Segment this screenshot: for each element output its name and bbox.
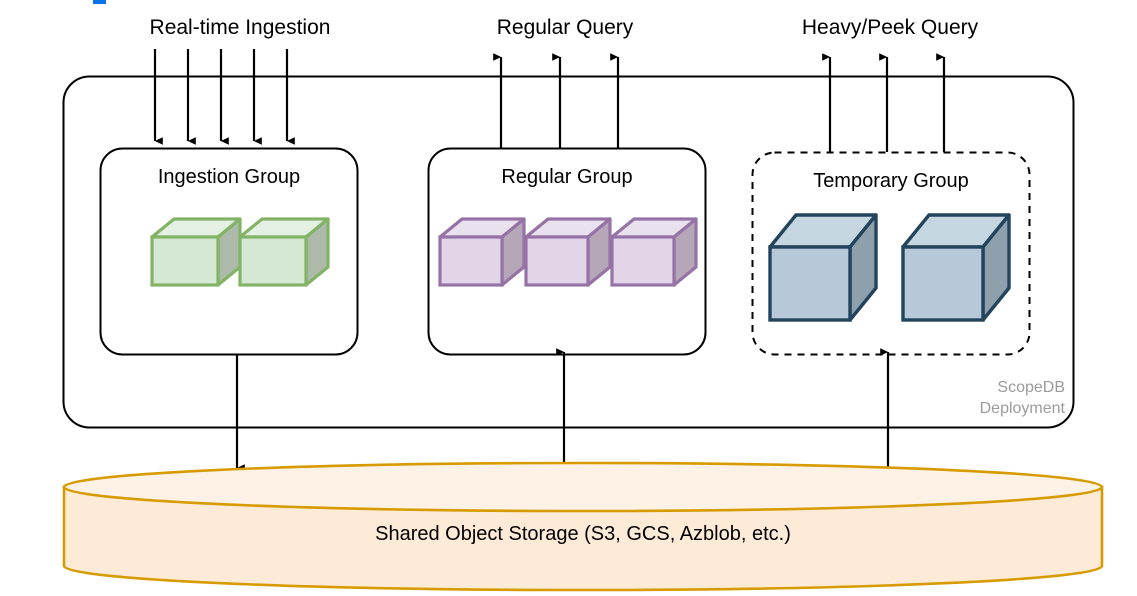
temporary-node-cube-2[interactable] bbox=[901, 213, 1011, 322]
ingestion-inbound-arrows bbox=[153, 49, 295, 145]
regular-node-cube-3[interactable] bbox=[610, 217, 698, 287]
temporary-node-cube-1[interactable] bbox=[768, 213, 878, 322]
ingestion-node-cube-1[interactable] bbox=[150, 217, 242, 287]
shared-object-storage-label: Shared Object Storage (S3, GCS, Azblob, … bbox=[375, 523, 791, 545]
ingestion-node-cube-2[interactable] bbox=[238, 217, 330, 287]
regular-query-arrows bbox=[493, 53, 620, 148]
shared-object-storage-cylinder[interactable] bbox=[62, 461, 1104, 592]
scopedb-deployment-box bbox=[62, 75, 1075, 429]
temporary-group-label: Temporary Group bbox=[813, 170, 969, 192]
regular-group-label: Regular Group bbox=[501, 166, 633, 188]
ingestion-group-label: Ingestion Group bbox=[157, 166, 301, 188]
scopedb-deployment-label: ScopeDB Deployment bbox=[979, 379, 1065, 417]
heavy-peek-query-label: Heavy/Peek Query bbox=[801, 16, 979, 39]
regular-query-label: Regular Query bbox=[496, 16, 634, 39]
heavy-query-arrows bbox=[822, 53, 946, 152]
regular-node-cube-1[interactable] bbox=[438, 217, 526, 287]
regular-node-cube-2[interactable] bbox=[524, 217, 612, 287]
accent-mark bbox=[93, 0, 106, 4]
real-time-ingestion-label: Real-time Ingestion bbox=[149, 16, 331, 39]
